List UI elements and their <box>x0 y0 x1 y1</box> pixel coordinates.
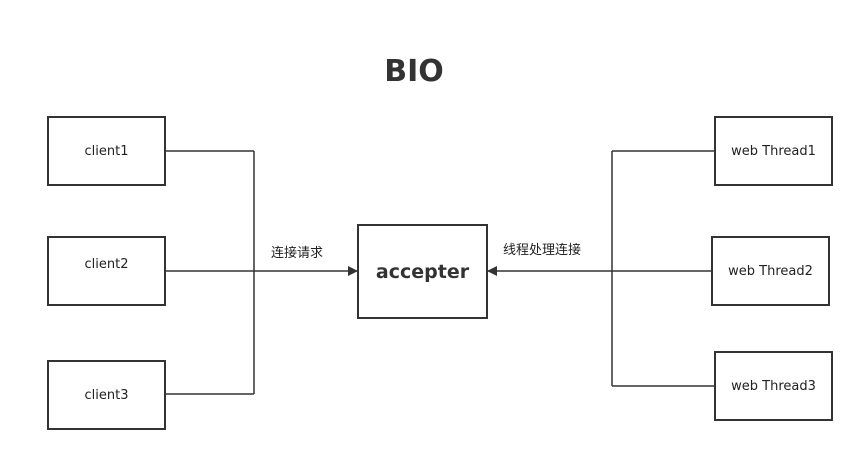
client1-box: client1 <box>47 116 166 186</box>
web-thread1-box: web Thread1 <box>714 116 833 186</box>
client2-box: client2 <box>47 236 166 306</box>
connection-request-label: 连接请求 <box>271 246 324 261</box>
web-thread2-box: web Thread2 <box>711 236 830 306</box>
web-thread3-box: web Thread3 <box>714 351 833 421</box>
client3-box: client3 <box>47 360 166 430</box>
accepter-box: accepter <box>357 224 488 319</box>
thread-handle-connection-label: 线程处理连接 <box>503 243 582 258</box>
diagram-title: BIO <box>384 54 444 89</box>
